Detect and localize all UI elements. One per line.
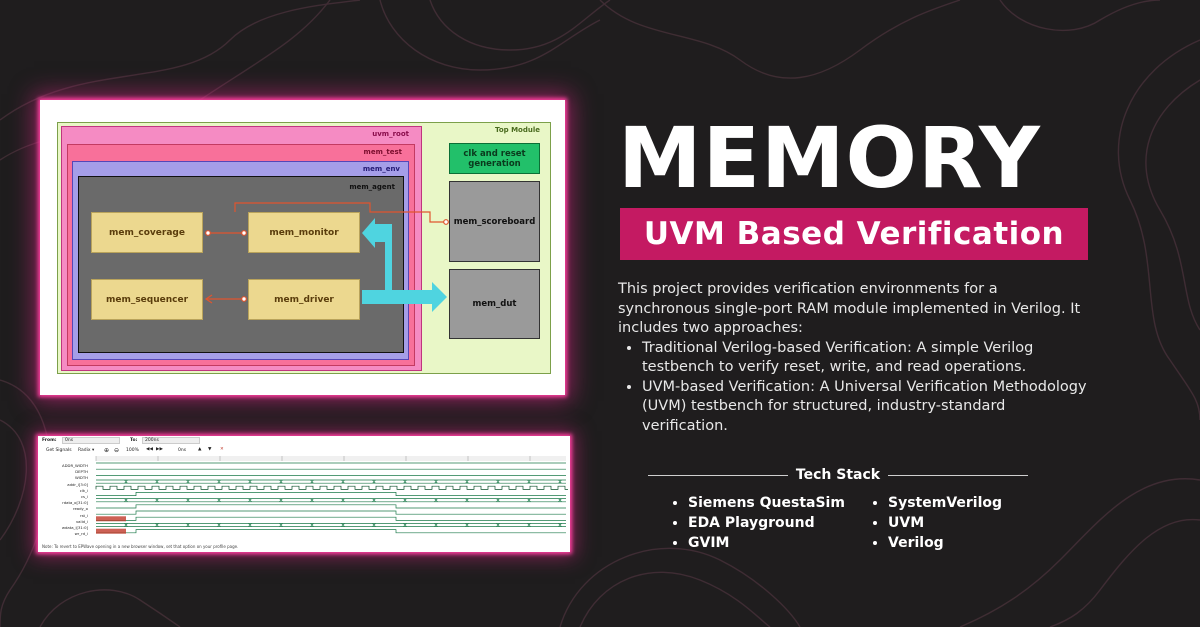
signal-trace: [96, 492, 566, 496]
next-marker-icon[interactable]: ▶▶: [156, 447, 163, 452]
monitor-arrow: [362, 218, 392, 297]
tech-item: Siemens QuestaSim: [688, 493, 845, 513]
signal-trace: [96, 498, 566, 503]
to-label: To:: [130, 438, 138, 443]
signal-name: ready_o: [72, 506, 88, 512]
zoom-out-icon[interactable]: ⊖: [114, 447, 120, 454]
mem-monitor-box: mem_monitor: [248, 212, 360, 253]
waveform-viewer: From: 0ns To: 200ns Get Signals Radix ▾ …: [38, 436, 570, 552]
tech-stack-header: Tech Stack: [648, 466, 1029, 484]
mem-dut-label: mem_dut: [472, 299, 517, 309]
waveform-traces: [95, 456, 568, 534]
subtitle: UVM Based Verification: [643, 216, 1065, 252]
tech-item: Verilog: [888, 533, 1002, 553]
tech-item: GVIM: [688, 533, 845, 553]
signal-name: rdata_o[31:0]: [62, 500, 88, 506]
approach-item: UVM-based Verification: A Universal Veri…: [642, 378, 1088, 437]
zoom-level: 100%: [126, 448, 139, 453]
signal-name: cs_i: [80, 494, 88, 499]
waveform-note: Note: To revert to EPWave opening in a n…: [42, 544, 239, 549]
signal-name: ADDR_WIDTH: [62, 463, 88, 468]
tech-stack-left: Siemens QuestaSim EDA Playground GVIM: [670, 493, 845, 553]
mem-sequencer-box: mem_sequencer: [91, 279, 203, 320]
tech-stack-title: Tech Stack: [795, 467, 881, 483]
mem-env-label: mem_env: [362, 165, 400, 173]
signal-name: DEPTH: [75, 469, 88, 475]
mem-test-label: mem_test: [363, 148, 402, 156]
approach-item: Traditional Verilog-based Verification: …: [642, 339, 1088, 378]
from-value: 0ns: [65, 438, 74, 443]
step-value: 0ns: [178, 448, 187, 453]
divider: [648, 474, 788, 476]
signal-name: WIDTH: [75, 475, 88, 481]
mem-agent-box: mem_agent: [78, 176, 404, 353]
signal-name: valid_i: [75, 518, 88, 524]
page-title: MEMORY: [618, 109, 1041, 207]
mem-monitor-label: mem_monitor: [269, 227, 339, 238]
mem-driver-box: mem_driver: [248, 279, 360, 320]
description-intro: This project provides verification envir…: [618, 281, 1081, 336]
signal-trace: [96, 523, 566, 527]
get-signals-button[interactable]: Get Signals: [46, 448, 72, 453]
uvm-root-label: uvm_root: [372, 130, 409, 138]
approach-list: Traditional Verilog-based Verification: …: [642, 339, 1088, 437]
to-value: 200ns: [145, 438, 159, 443]
mem-sequencer-label: mem_sequencer: [105, 294, 189, 305]
signal-trace: [96, 516, 566, 521]
signal-name: wr_rd_i: [74, 531, 88, 537]
top-module-label: Top Module: [494, 126, 540, 134]
prev-marker-icon[interactable]: ◀◀: [146, 447, 153, 452]
close-icon[interactable]: ✕: [220, 447, 224, 452]
signal-trace: [96, 504, 566, 509]
clk-reset-box: clk and reset generation: [449, 143, 540, 174]
tech-item: SystemVerilog: [888, 493, 1002, 513]
signal-name: addr_i[3:0]: [67, 481, 88, 487]
zoom-in-icon[interactable]: ⊕: [104, 447, 110, 454]
subtitle-badge: UVM Based Verification: [620, 208, 1088, 260]
mem-scoreboard-label: mem_scoreboard: [453, 216, 536, 227]
diagram-connectors: [204, 202, 449, 312]
divider: [888, 474, 1029, 476]
signal-trace: [96, 529, 566, 534]
project-description: This project provides verification envir…: [618, 280, 1088, 436]
down-icon[interactable]: ▼: [208, 447, 212, 452]
radix-dropdown[interactable]: Radix ▾: [78, 448, 95, 453]
mem-scoreboard-box: mem_scoreboard: [449, 181, 540, 262]
x-state-region: [96, 528, 126, 534]
mem-coverage-box: mem_coverage: [91, 212, 203, 253]
mem-agent-label: mem_agent: [349, 183, 395, 191]
signal-trace: [95, 485, 568, 490]
signal-trace: [96, 479, 566, 484]
dut-arrow: [362, 282, 447, 312]
to-input[interactable]: 200ns: [142, 437, 200, 444]
mem-coverage-label: mem_coverage: [109, 227, 185, 238]
signal-name: wdata_i[31:0]: [61, 525, 88, 530]
from-input[interactable]: 0ns: [62, 437, 120, 444]
tech-item: UVM: [888, 513, 1002, 533]
signal-trace: [96, 510, 566, 515]
architecture-diagram: Top Module uvm_root mem_test mem_env mem…: [40, 100, 565, 395]
clk-reset-label: clk and reset generation: [463, 148, 526, 169]
signal-name: rst_i: [80, 512, 88, 518]
tech-stack-right: SystemVerilog UVM Verilog: [870, 493, 1002, 553]
tech-item: EDA Playground: [688, 513, 845, 533]
signal-name: clk_i: [79, 487, 88, 493]
mem-dut-box: mem_dut: [449, 269, 540, 339]
mem-driver-label: mem_driver: [274, 294, 334, 305]
up-icon[interactable]: ▲: [198, 447, 202, 452]
from-label: From:: [42, 438, 57, 443]
x-state-region: [96, 516, 126, 522]
